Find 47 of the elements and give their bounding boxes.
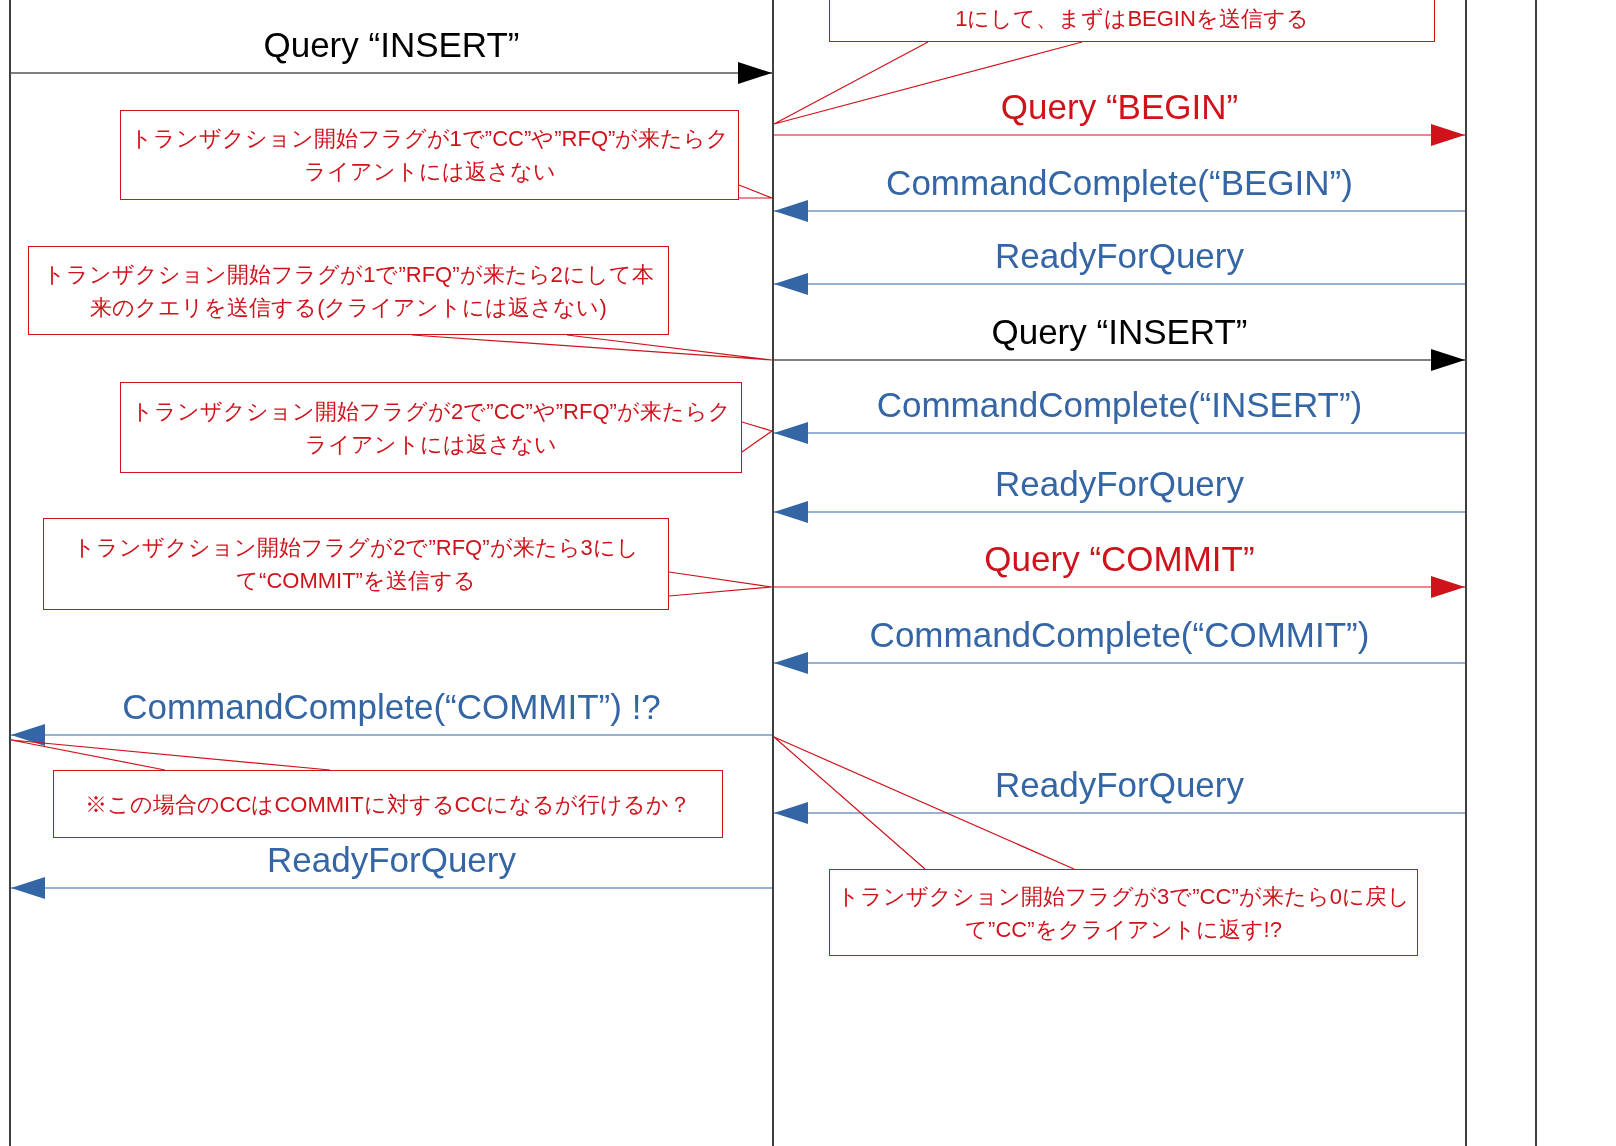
callout-text: 1にして、まずはBEGINを送信する (955, 5, 1309, 33)
callout-pointer (738, 184, 773, 199)
callout-text: トランザクション開始フラグが2で”RFQ”が来たら3にして“COMMIT”を送信する (72, 534, 640, 595)
message-arrow (773, 576, 1466, 598)
edge-label: ReadyForQuery (994, 464, 1245, 504)
edge-label: CommandComplete(“INSERT”) (875, 385, 1364, 425)
message-arrow (773, 200, 1466, 222)
callout-box (120, 382, 742, 473)
callout-text: ※この場合のCCはCOMMITに対するCCになるが行けるか？ (84, 790, 692, 819)
message-arrow (773, 349, 1466, 371)
callout-box (43, 518, 669, 610)
edge-label: Query “INSERT” (990, 312, 1249, 352)
callout-text: トランザクション開始フラグが1で”RFQ”が来たら2にして本来のクエリを送信する(クライアントには返さない) (42, 260, 655, 322)
edge-label: CommandComplete(“COMMIT”) (868, 615, 1371, 655)
callout-box (829, 869, 1418, 956)
message-arrow (10, 877, 773, 899)
message-arrow (10, 62, 773, 84)
lifeline (772, 0, 774, 1146)
message-arrow (773, 422, 1466, 444)
edge-label: Query “INSERT” (262, 25, 521, 65)
edge-label: CommandComplete(“BEGIN”) (885, 163, 1354, 203)
edge-label: Query “BEGIN” (999, 87, 1240, 127)
callout-pointer (741, 421, 773, 453)
callout-box (120, 110, 739, 200)
edge-label: CommandComplete(“COMMIT”) !? (121, 687, 662, 727)
lifeline (1465, 0, 1467, 1146)
edge-label: ReadyForQuery (266, 840, 517, 880)
callout-pointer (668, 571, 773, 597)
callout-pointer (773, 41, 1083, 125)
message-arrow (773, 124, 1466, 146)
lifeline (9, 0, 11, 1146)
callout-box (829, 0, 1435, 42)
callout-text: トランザクション開始フラグが1で”CC”や”RFQ”が来たらクライアントには返さない (128, 125, 731, 186)
message-arrow (773, 802, 1466, 824)
message-arrow (10, 724, 773, 746)
callout-box (28, 246, 669, 335)
message-arrow (773, 652, 1466, 674)
edge-label: ReadyForQuery (994, 236, 1245, 276)
message-arrow (773, 501, 1466, 523)
callout-text: トランザクション開始フラグが3で”CC”が来たら0に戻して”CC”をクライアントに返す!? (836, 882, 1411, 944)
callout-box (53, 770, 723, 838)
edge-label: Query “COMMIT” (983, 539, 1256, 579)
lifeline (1535, 0, 1537, 1146)
callout-text: トランザクション開始フラグが2で”CC”や”RFQ”が来たらクライアントには返さない (130, 397, 732, 459)
message-arrow (773, 273, 1466, 295)
callout-pointer (773, 736, 1075, 870)
edge-label: ReadyForQuery (994, 765, 1245, 805)
